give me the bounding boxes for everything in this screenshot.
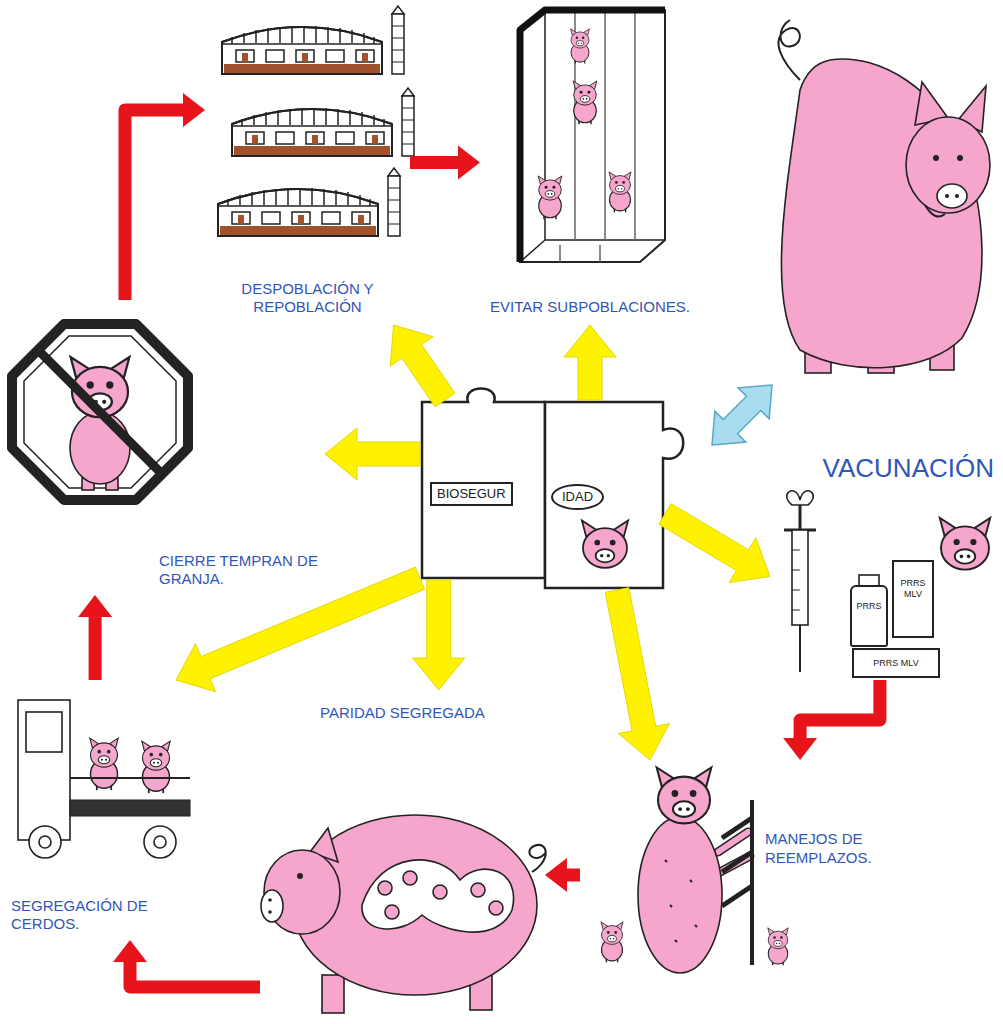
block-arrow xyxy=(390,325,455,407)
block-arrow-shape xyxy=(605,588,669,760)
step-caption: EVITAR SUBPOBLACIONES. xyxy=(488,298,692,317)
arrow-head xyxy=(783,738,817,760)
cycle-arrow-line xyxy=(89,615,102,680)
step-caption: DESPOBLACIÓN Y REPOBLACIÓN xyxy=(215,280,400,318)
cycle-arrow xyxy=(113,940,260,987)
block-arrow-shape xyxy=(413,580,465,690)
puzzle-word: BIOSEGUR xyxy=(430,482,513,506)
block-arrow xyxy=(564,325,616,400)
step-illustration: MANEJOS DE REEMPLAZOS. xyxy=(580,760,930,990)
cycle-arrow-line xyxy=(410,156,460,169)
step-illustration: DESPOBLACIÓN Y REPOBLACIÓN xyxy=(205,0,410,325)
vaccine-box-label: PRRS MLV xyxy=(892,560,934,638)
block-arrow-shape xyxy=(390,325,455,407)
block-arrow-shape xyxy=(564,325,616,400)
block-arrow xyxy=(413,580,465,690)
block-arrow-shape xyxy=(659,504,770,583)
step-illustration: PARIDAD SEGREGADA xyxy=(260,690,545,1020)
step-caption: CIERRE TEMPRAN DE GRANJA. xyxy=(159,552,319,590)
vaccine-bottle-label: PRRS xyxy=(850,585,888,647)
block-arrow xyxy=(605,588,669,760)
arrow-head xyxy=(113,940,147,962)
step-caption: PARIDAD SEGREGADA xyxy=(270,704,535,723)
arrow-head xyxy=(545,858,567,892)
puzzle-piece: IDAD xyxy=(545,400,665,590)
cycle-arrow xyxy=(545,858,580,892)
cycle-arrow-line xyxy=(800,680,880,740)
puzzle-piece: BIOSEGUR xyxy=(420,400,545,580)
cycle-arrow-line xyxy=(565,869,580,882)
cycle-arrow xyxy=(125,93,205,300)
arrow-head xyxy=(78,595,112,617)
step-illustration: SEGREGACIÓN DE CERDOS. xyxy=(5,680,195,940)
cycle-arrow-line xyxy=(130,960,260,987)
block-arrow xyxy=(659,504,770,583)
vaccine-box-label: PRRS MLV xyxy=(852,648,940,678)
step-illustration: CIERRE TEMPRAN DE GRANJA. xyxy=(8,300,325,595)
block-arrow xyxy=(325,428,420,480)
puzzle-word: IDAD xyxy=(551,484,604,510)
block-arrow-shape xyxy=(325,428,420,480)
cycle-arrow xyxy=(78,595,112,680)
step-caption: MANEJOS DE REEMPLAZOS. xyxy=(765,830,925,868)
cycle-arrow-line xyxy=(125,110,185,300)
arrow-head xyxy=(458,146,480,180)
step-caption: SEGREGACIÓN DE CERDOS. xyxy=(11,897,189,935)
cycle-arrow xyxy=(783,680,880,760)
cycle-arrow xyxy=(410,146,480,180)
step-title: VACUNACIÓN xyxy=(823,452,994,485)
arrow-head xyxy=(183,93,205,127)
step-illustration: EVITAR SUBPOBLACIONES. xyxy=(480,0,700,325)
